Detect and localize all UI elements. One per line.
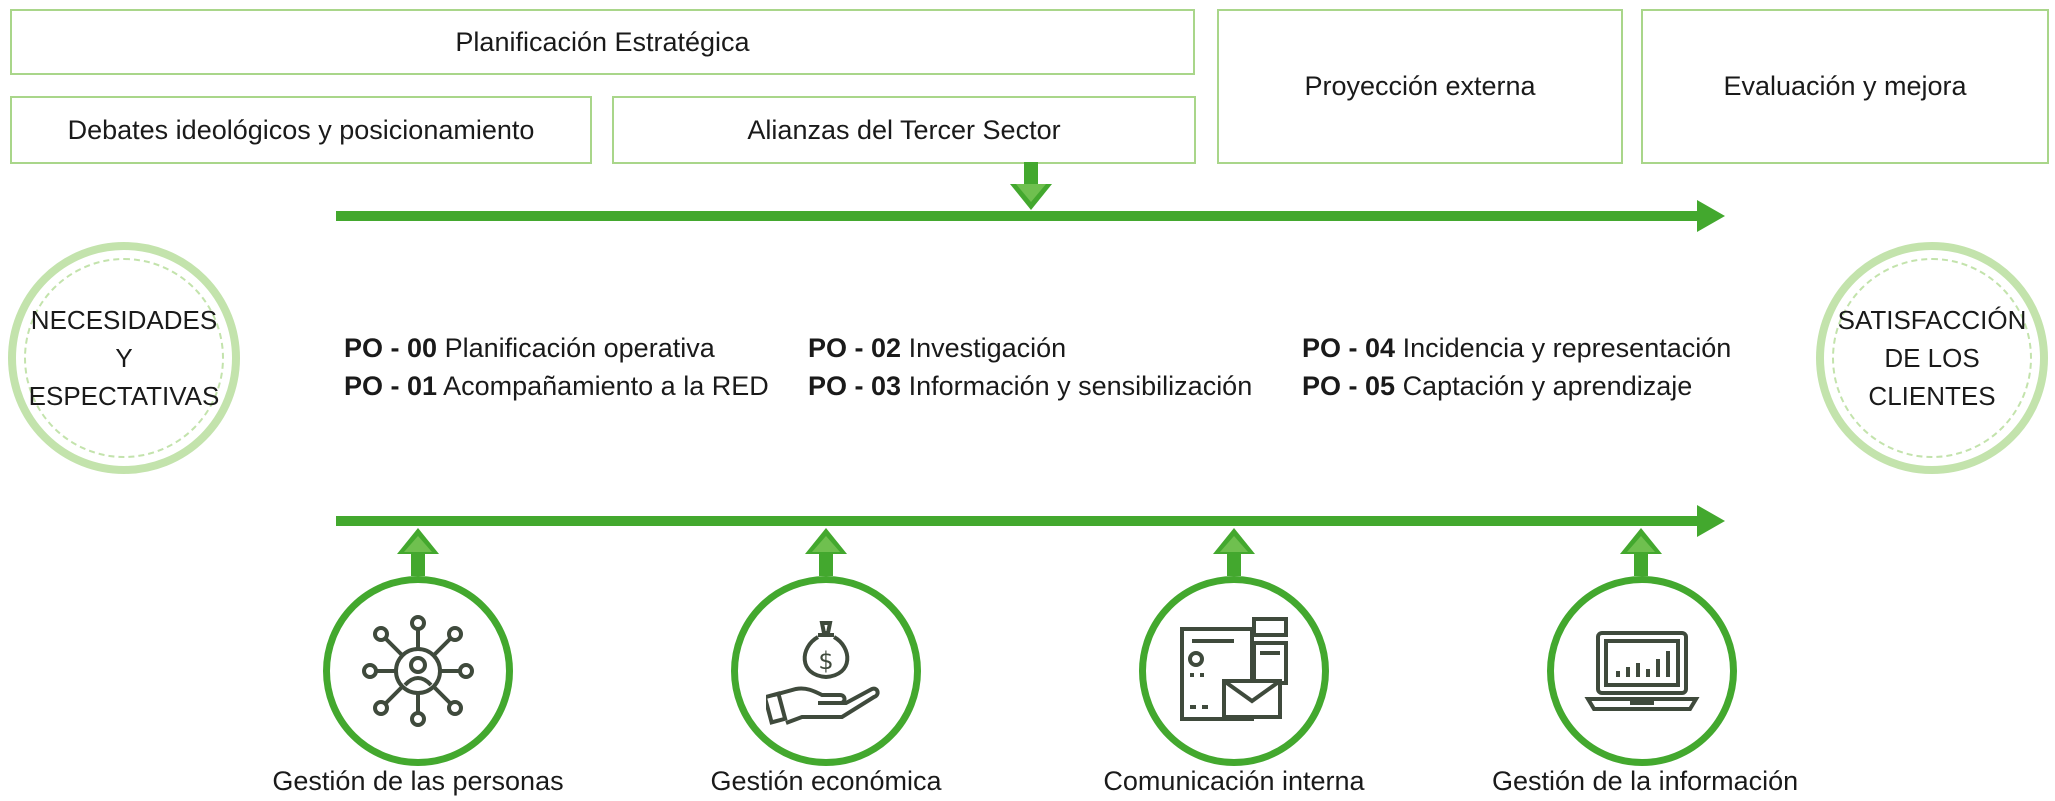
external-projection-box: Proyección externa xyxy=(1217,9,1623,164)
debates-label: Debates ideológicos y posicionamiento xyxy=(67,114,535,145)
process-po04: PO - 04 Incidencia y representación xyxy=(1302,328,1731,368)
process-code: PO - 00 xyxy=(344,333,438,363)
process-name: Captación y aprendizaje xyxy=(1402,371,1693,401)
evaluation-box: Evaluación y mejora xyxy=(1641,9,2049,164)
alliances-label: Alianzas del Tercer Sector xyxy=(747,114,1061,145)
process-po03: PO - 03 Información y sensibilización xyxy=(808,366,1252,406)
process-code: PO - 01 xyxy=(344,371,438,401)
support-label: Gestión de las personas xyxy=(272,766,564,796)
needs-line2: ESPECTATIVAS xyxy=(28,381,220,411)
documents-mail-icon xyxy=(1180,617,1288,721)
up-arrow-icon xyxy=(397,528,439,576)
process-name: Planificación operativa xyxy=(444,333,715,363)
up-arrow-icon xyxy=(1213,528,1255,576)
process-name: Investigación xyxy=(908,333,1067,363)
satisfaction-line1: SATISFACCIÓN xyxy=(1837,305,2027,335)
top-flow-arrowhead xyxy=(1697,200,1725,232)
support-label: Gestión económica xyxy=(710,766,942,796)
svg-text:$: $ xyxy=(818,647,833,675)
process-code: PO - 02 xyxy=(808,333,902,363)
external-projection-label: Proyección externa xyxy=(1304,71,1536,101)
people-network-icon xyxy=(362,615,474,727)
people-management-circle xyxy=(323,576,513,766)
internal-communication-circle xyxy=(1139,576,1329,766)
needs-circle: NECESIDADES Y ESPECTATIVAS xyxy=(8,242,240,474)
support-label: Comunicación interna xyxy=(1103,766,1365,796)
process-po01: PO - 01 Acompañamiento a la RED xyxy=(344,366,769,406)
process-code: PO - 04 xyxy=(1302,333,1396,363)
process-code: PO - 03 xyxy=(808,371,902,401)
strategic-planning-box: Planificación Estratégica xyxy=(10,9,1195,75)
process-po02: PO - 02 Investigación xyxy=(808,328,1066,368)
up-arrow-icon xyxy=(1620,528,1662,576)
bottom-flow-arrowhead xyxy=(1697,505,1725,537)
satisfaction-line3: CLIENTES xyxy=(1868,381,1996,411)
bottom-flow-arrow xyxy=(336,516,1706,526)
support-label: Gestión de la información xyxy=(1492,766,1799,796)
money-bag-hand-icon: $ xyxy=(766,621,880,725)
up-arrow-icon xyxy=(805,528,847,576)
economic-management-circle: $ xyxy=(731,576,921,766)
debates-box: Debates ideológicos y posicionamiento xyxy=(10,96,592,164)
information-management-circle xyxy=(1547,576,1737,766)
satisfaction-line2: DE LOS xyxy=(1884,343,1980,373)
strategic-planning-label: Planificación Estratégica xyxy=(455,26,750,57)
alliances-box: Alianzas del Tercer Sector xyxy=(612,96,1196,164)
process-name: Acompañamiento a la RED xyxy=(443,371,769,401)
process-code: PO - 05 xyxy=(1302,371,1396,401)
down-arrow-icon xyxy=(1010,162,1052,210)
process-po00: PO - 00 Planificación operativa xyxy=(344,328,715,368)
evaluation-label: Evaluación y mejora xyxy=(1723,71,1967,101)
process-name: Información y sensibilización xyxy=(908,371,1253,401)
needs-line1: NECESIDADES Y xyxy=(30,305,218,373)
laptop-chart-icon xyxy=(1584,631,1700,711)
process-po05: PO - 05 Captación y aprendizaje xyxy=(1302,366,1692,406)
process-name: Incidencia y representación xyxy=(1402,333,1732,363)
satisfaction-circle: SATISFACCIÓN DE LOS CLIENTES xyxy=(1816,242,2048,474)
top-flow-arrow xyxy=(336,211,1706,221)
